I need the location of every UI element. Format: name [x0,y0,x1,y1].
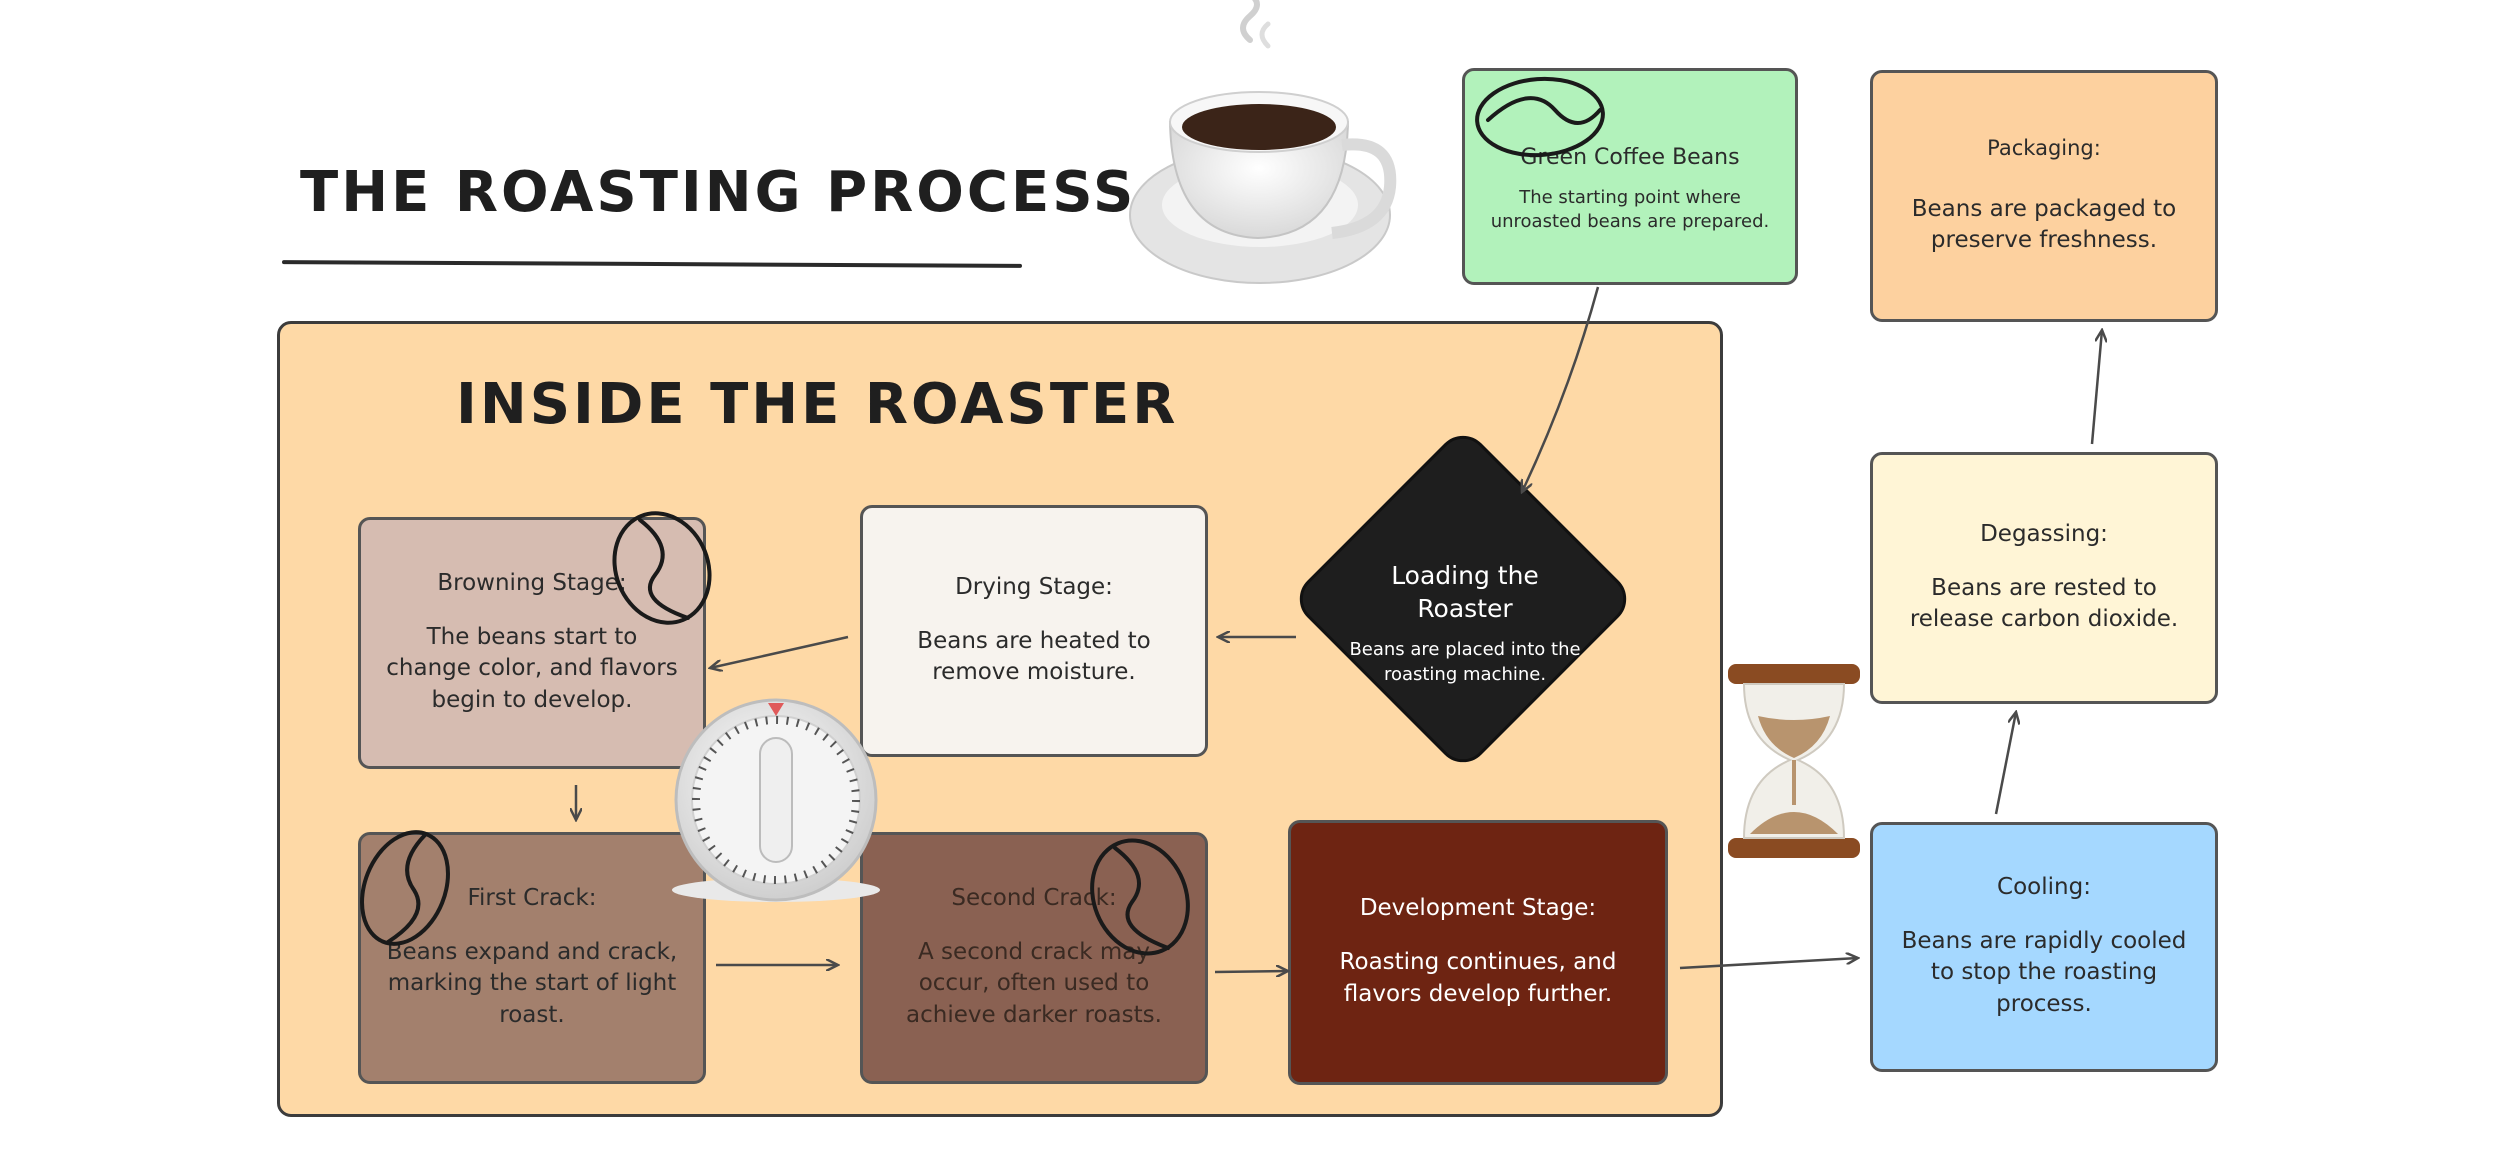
coffee-bean-icon [1090,838,1190,956]
node-cooling[interactable]: Cooling: Beans are rapidly cooled to sto… [1870,822,2218,1072]
roaster-title: INSIDE THE ROASTER [456,372,1179,437]
node-title: Cooling: [1997,874,2091,901]
node-description: Beans are placed into the roasting machi… [1349,639,1581,686]
node-green-coffee-beans[interactable]: Green Coffee Beans The starting point wh… [1462,68,1798,285]
node-description: The beans start to change color, and fla… [386,624,678,713]
node-description: Beans are packaged to preserve freshness… [1911,195,2177,253]
arrow-drying-to-browning [710,635,849,668]
node-description: Beans are rapidly cooled to stop the roa… [1901,928,2187,1017]
node-description: Beans are rested to release carbon dioxi… [1909,574,2179,632]
node-title: Degassing: [1980,520,2108,547]
node-title: Packaging: [1987,135,2101,160]
node-title: Second Crack: [951,885,1117,912]
node-description: Beans are heated to remove moisture. [917,627,1151,685]
arrow-degassing-to-packaging [2090,330,2102,445]
node-packaging[interactable]: Packaging: Beans are packaged to preserv… [1870,70,2218,322]
arrow-second-crack-to-development [1214,971,1288,972]
loading-roaster-text: Loading the Roaster Beans are placed int… [1340,560,1590,687]
node-browning-stage[interactable]: Browning Stage: The beans start to chang… [358,517,706,769]
node-drying-stage[interactable]: Drying Stage: Beans are heated to remove… [860,505,1208,757]
node-description: Roasting continues, and flavors develop … [1339,949,1617,1007]
coffee-cup-icon [1129,0,1397,284]
arrow-green-to-loading [1522,286,1600,492]
node-title: First Crack: [467,885,597,912]
hourglass-icon [1728,664,1860,858]
page-title: THE ROASTING PROCESS [300,160,1137,225]
coffee-bean-icon [360,830,450,946]
coffee-bean-icon [612,511,712,625]
node-title: Drying Stage: [955,573,1113,600]
kitchen-timer-icon [672,698,880,902]
node-description: Beans expand and crack, marking the star… [386,939,678,1028]
arrow-development-to-cooling [1679,958,1858,970]
node-degassing[interactable]: Degassing: Beans are rested to release c… [1870,452,2218,704]
node-description: A second crack may occur, often used to … [906,939,1162,1028]
node-second-crack[interactable]: Second Crack: A second crack may occur, … [860,832,1208,1084]
node-first-crack[interactable]: First Crack: Beans expand and crack, mar… [358,832,706,1084]
node-title: Loading the Roaster [1391,561,1539,623]
node-title: Browning Stage: [437,570,627,597]
arrow-cooling-to-degassing [1994,712,2016,815]
node-title: Development Stage: [1359,895,1597,922]
coffee-bean-icon [1475,76,1605,158]
node-description: The starting point where unroasted beans… [1490,186,1770,232]
node-title: Green Coffee Beans [1520,144,1740,170]
node-development-stage[interactable]: Development Stage: Roasting continues, a… [1288,820,1668,1085]
